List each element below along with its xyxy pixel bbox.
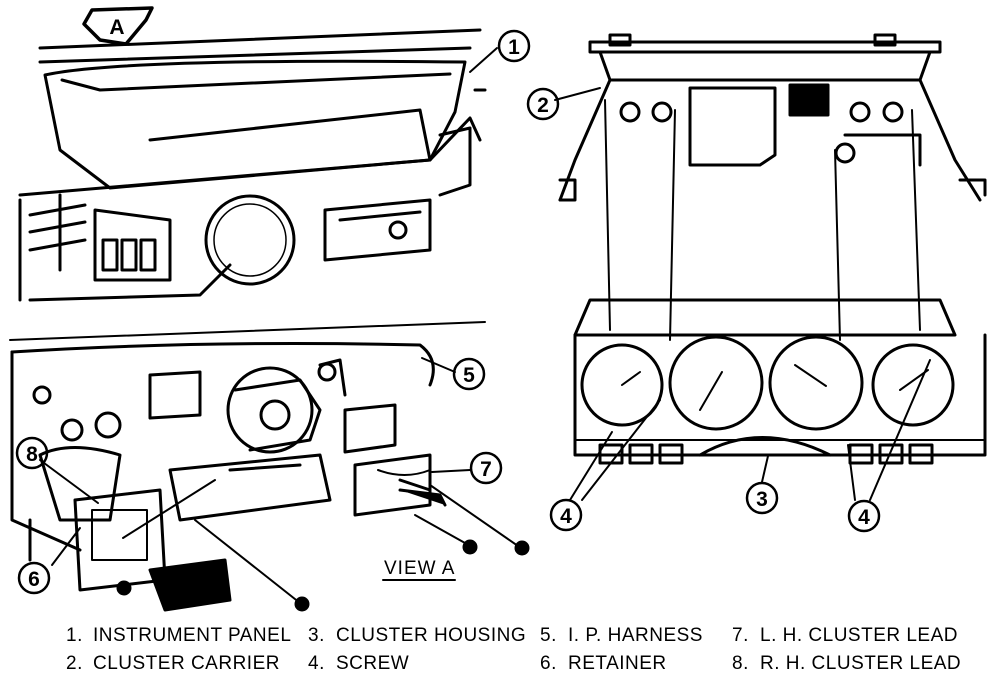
legend-item-5-text: I. P. HARNESS — [568, 625, 703, 646]
callout-7: 7 — [480, 458, 492, 481]
gauge-3 — [768, 335, 864, 431]
gauge-1 — [580, 343, 664, 427]
legend-item-7-text: L. H. CLUSTER LEAD — [760, 625, 958, 646]
legend-item-8-num: 8. — [732, 653, 749, 674]
callout-4-left: 4 — [560, 505, 572, 528]
instrument-panel-drawing — [18, 6, 487, 302]
callout-2: 2 — [537, 94, 549, 117]
gauge-2 — [668, 335, 764, 431]
callout-8: 8 — [26, 443, 38, 466]
legend-item-8-text: R. H. CLUSTER LEAD — [760, 653, 961, 674]
legend-item-2-num: 2. — [66, 653, 83, 674]
legend-item-4-text: SCREW — [336, 653, 409, 674]
legend-item-7-num: 7. — [732, 625, 749, 646]
callout-1: 1 — [508, 36, 520, 59]
callout-6: 6 — [28, 568, 40, 591]
callout-circles — [15, 29, 881, 595]
callout-5: 5 — [463, 364, 475, 387]
legend-item-4-num: 4. — [308, 653, 325, 674]
callout-3: 3 — [756, 488, 768, 511]
legend-item-5-num: 5. — [540, 625, 557, 646]
legend-item-1-num: 1. — [66, 625, 83, 646]
callout-4-right: 4 — [858, 506, 870, 529]
cluster-assembly-drawing — [558, 33, 987, 465]
leader-lines — [39, 47, 931, 566]
view-a-drawing — [9, 321, 530, 612]
legend-item-3-num: 3. — [308, 625, 325, 646]
arrow-label: A — [109, 16, 124, 39]
legend-item-6-num: 6. — [540, 653, 557, 674]
legend: 1. INSTRUMENT PANEL 2. CLUSTER CARRIER 3… — [66, 625, 961, 674]
legend-item-6-text: RETAINER — [568, 653, 667, 674]
gauge-4 — [871, 343, 955, 427]
view-label: VIEW A — [384, 558, 455, 579]
diagram-text: A 1 2 3 4 4 5 6 7 8 VIEW A 1. INSTRUMENT… — [26, 16, 961, 674]
legend-item-3-text: CLUSTER HOUSING — [336, 625, 526, 646]
legend-item-1-text: INSTRUMENT PANEL — [93, 625, 291, 646]
legend-item-2-text: CLUSTER CARRIER — [93, 653, 280, 674]
